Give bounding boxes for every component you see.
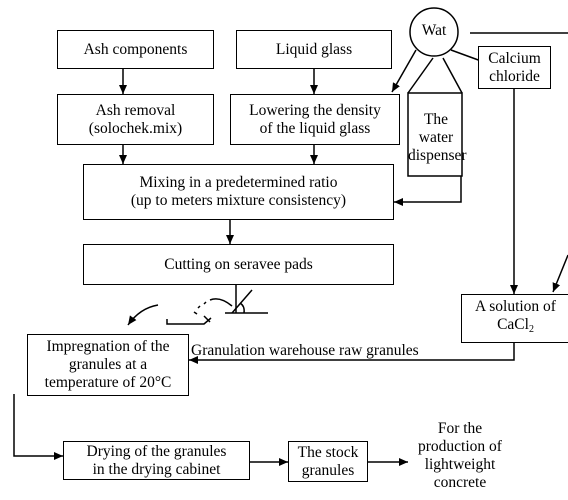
water-dispenser-label: The water dispenser: [408, 111, 467, 164]
impregnation-box: Impregnation of the granules at a temper…: [27, 334, 189, 396]
water-node: [409, 7, 459, 57]
line-water-to-dispenser-right: [442, 57, 463, 94]
water-label: Wat: [421, 22, 447, 39]
mixing-box: Mixing in a predetermined ratio (up to m…: [83, 164, 394, 220]
solution-formula-subscript: 2: [528, 324, 534, 335]
solution-formula-base: CaCl: [497, 316, 529, 333]
arrow-dispenser-to-mixing: [394, 176, 462, 206]
arrow-water-to-solution: [552, 254, 568, 293]
solution-prefix-label: A solution of: [475, 298, 556, 315]
stock-granules-box: The stock granules: [288, 441, 368, 482]
lowering-density-box: Lowering the density of the liquid glass: [230, 94, 400, 145]
drying-box: Drying of the granules in the drying cab…: [63, 441, 250, 480]
arrow-water-to-lowering-density: [391, 49, 417, 93]
arrow-impregnation-to-drying: [13, 394, 63, 460]
liquid-glass-box: Liquid glass: [236, 30, 392, 69]
line-water-to-dispenser-left: [407, 57, 434, 94]
water-dispenser-node: [407, 92, 463, 177]
calcium-chloride-box: Calcium chloride: [478, 46, 551, 89]
solution-formula: CaCl2: [497, 316, 534, 339]
arrow-solution-to-impregnation: [189, 343, 515, 364]
granulation-label: Granulation warehouse raw granules: [191, 342, 419, 359]
solution-cacl2-box: A solution of CaCl2: [461, 294, 568, 343]
ash-components-box: Ash components: [57, 30, 214, 69]
ash-removal-box: Ash removal (solochek.mix): [57, 94, 214, 145]
output-note-label: For the production of lightweight concre…: [418, 420, 502, 491]
cutting-box: Cutting on seravee pads: [83, 244, 394, 285]
cutter-mechanism-icon: [127, 289, 268, 326]
